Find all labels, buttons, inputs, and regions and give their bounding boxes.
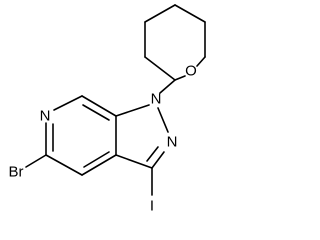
bromine-label: Br	[9, 164, 24, 181]
nitrogen-pyridine-label: N	[40, 108, 51, 125]
bond-thp-5	[144, 56, 176, 81]
bond-n2-c3	[151, 151, 165, 169]
bond-thp-4	[174, 75, 186, 81]
bond-c5-c4	[45, 154, 83, 176]
bond-c7-n6	[53, 95, 83, 111]
bond-n1-c7a	[115, 104, 150, 117]
bond-thp-3	[196, 56, 206, 67]
bonds	[25, 4, 206, 196]
bond-c3-c3a	[115, 154, 153, 169]
bond-c7a-c7-double	[82, 104, 110, 121]
bond-c4-c3a-double	[83, 151, 110, 168]
nitrogen-n2-label: N	[167, 134, 178, 151]
bond-n2-c3-double	[146, 146, 159, 162]
molecule-structure: O N N N Br I	[9, 4, 206, 215]
bond-thp-7	[144, 4, 176, 23]
oxygen-label: O	[185, 63, 197, 80]
nitrogen-n1-label: N	[151, 91, 162, 108]
bond-c5-br	[25, 154, 47, 168]
bond-thp-1	[174, 4, 206, 23]
bond-n1-n2	[157, 107, 169, 133]
bond-c4-c3a	[81, 154, 117, 176]
iodine-label: I	[150, 198, 154, 215]
bond-thp-n1	[159, 79, 176, 94]
atom-labels: O N N N Br I	[9, 63, 197, 215]
bond-c7a-c7	[81, 95, 117, 117]
